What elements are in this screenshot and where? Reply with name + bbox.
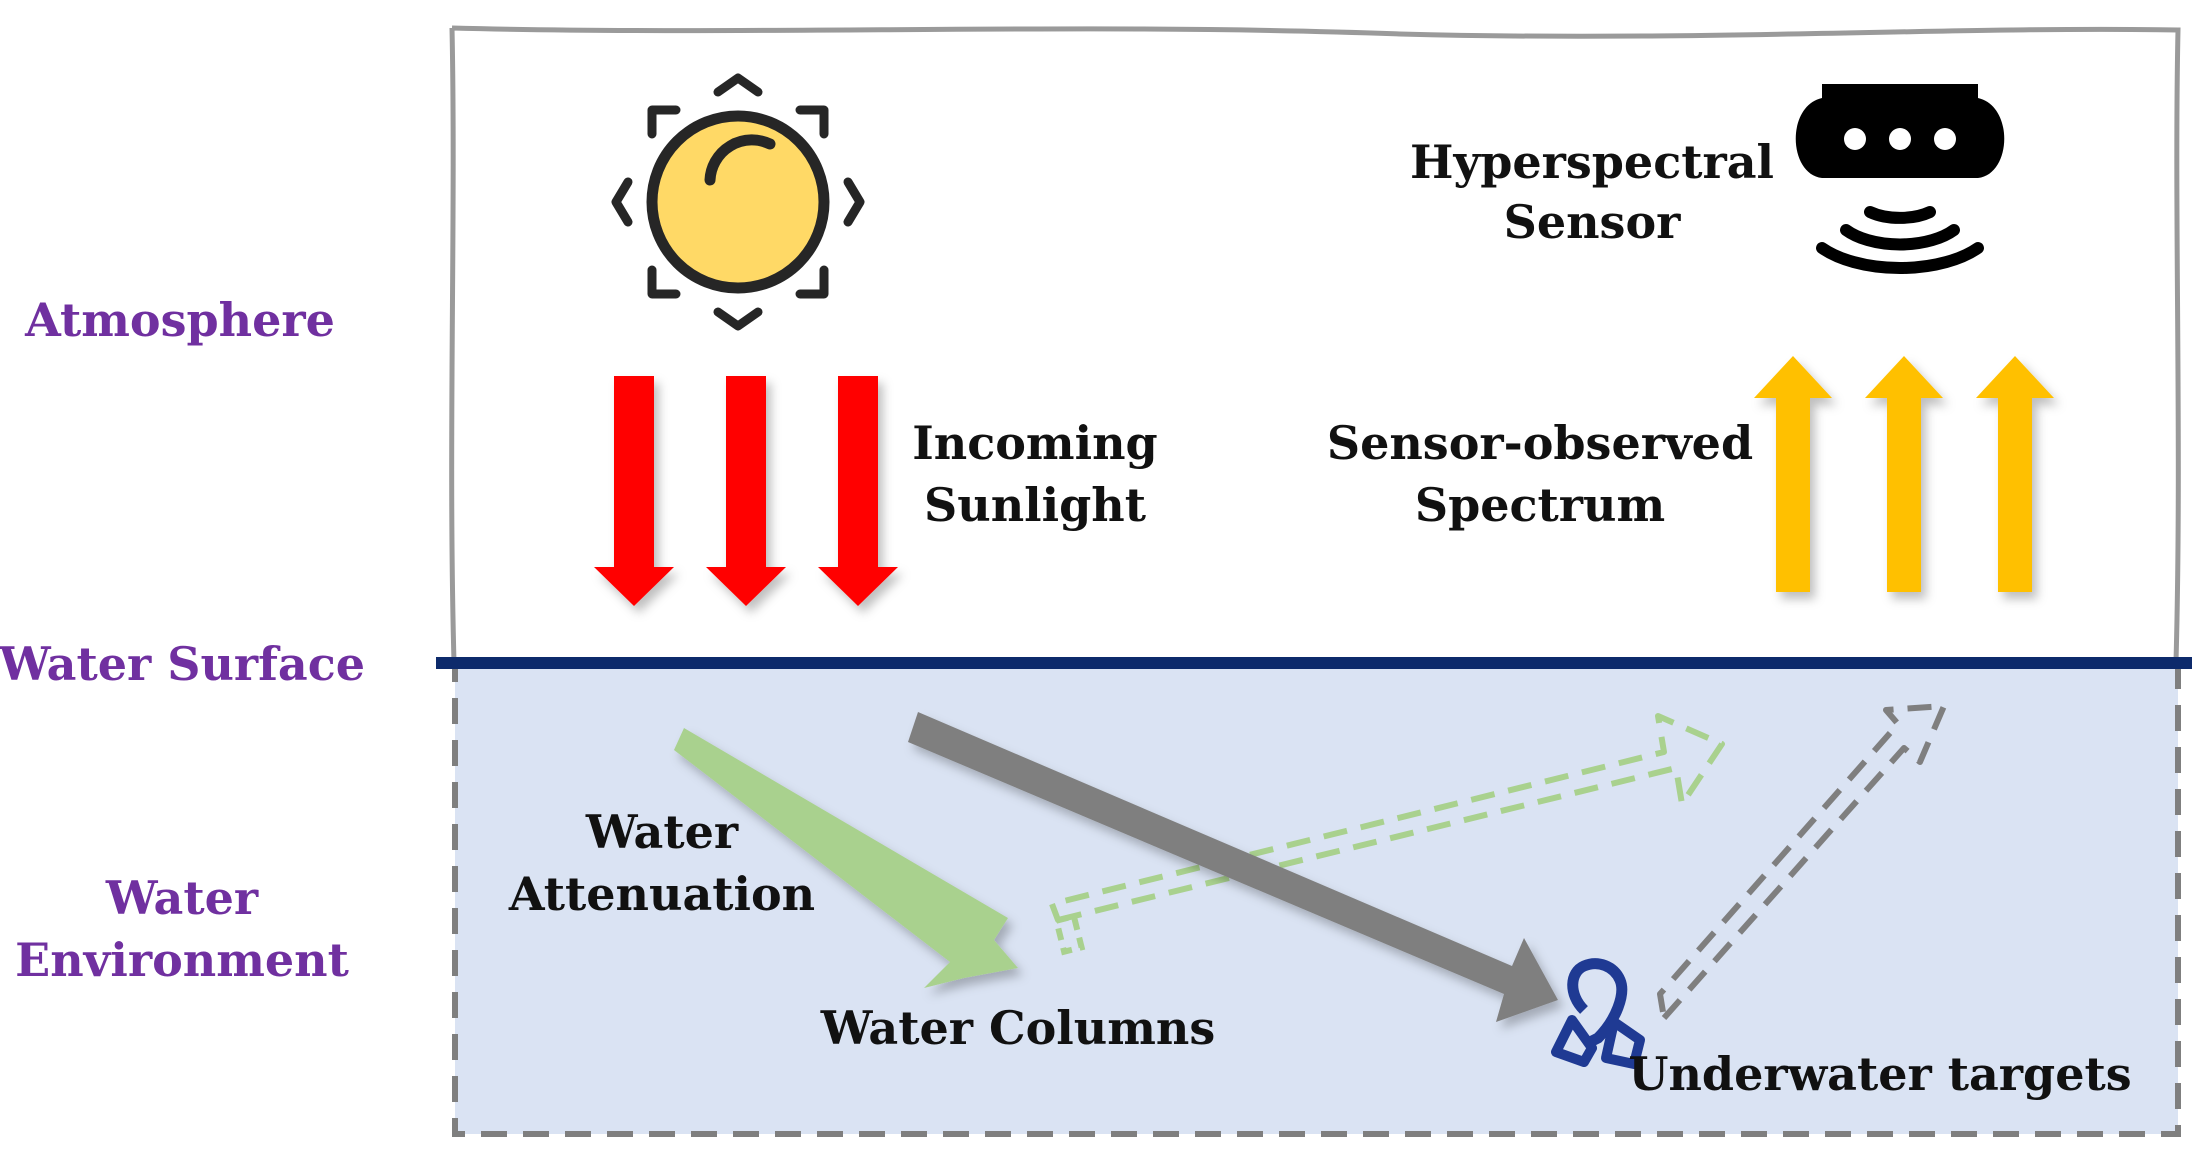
sensor-observed-spectrum-label-line1: Sensor-observed xyxy=(1327,416,1753,470)
sun-icon xyxy=(611,73,865,331)
sunlight-arrow xyxy=(706,376,786,606)
sunlight-arrow xyxy=(818,376,898,606)
water-environment-label-line1: Water xyxy=(105,871,259,925)
underwater-targets-label: Underwater targets xyxy=(1628,1047,2131,1101)
sunlight-arrow xyxy=(594,376,674,606)
water-attenuation-label-line1: Water xyxy=(585,805,739,859)
hyperspectral-sensor-icon xyxy=(1795,84,2005,274)
water-column-reflection-arrow xyxy=(1049,713,1725,923)
hyperspectral-sensor-label-line1: Hyperspectral xyxy=(1410,135,1774,189)
target-path-arrow xyxy=(908,712,1558,1022)
atmosphere-frame xyxy=(449,25,2181,663)
sensor-observed-arrows xyxy=(1754,356,2054,592)
incoming-sunlight-label-line1: Incoming xyxy=(912,416,1157,470)
atmosphere-label: Atmosphere xyxy=(24,293,335,347)
incoming-sunlight-arrows xyxy=(594,376,898,606)
water-column-reflection-base xyxy=(1052,912,1086,956)
water-environment-label-line2: Environment xyxy=(15,933,349,987)
water-attenuation-label-line2: Attenuation xyxy=(508,867,815,921)
water-surface-label: Water Surface xyxy=(0,637,365,691)
sensor-observed-spectrum-label-line2: Spectrum xyxy=(1415,478,1665,532)
water-attenuation-arrow xyxy=(674,728,1018,988)
observed-arrow xyxy=(1976,356,2054,592)
underwater-target-icon xyxy=(1551,958,1645,1069)
target-reflection-arrow xyxy=(1657,703,1947,1021)
water-columns-label: Water Columns xyxy=(820,1001,1215,1055)
observed-arrow xyxy=(1865,356,1943,592)
hyperspectral-sensor-label-line2: Sensor xyxy=(1504,195,1682,249)
incoming-sunlight-label-line2: Sunlight xyxy=(924,478,1147,532)
observed-arrow xyxy=(1754,356,1832,592)
